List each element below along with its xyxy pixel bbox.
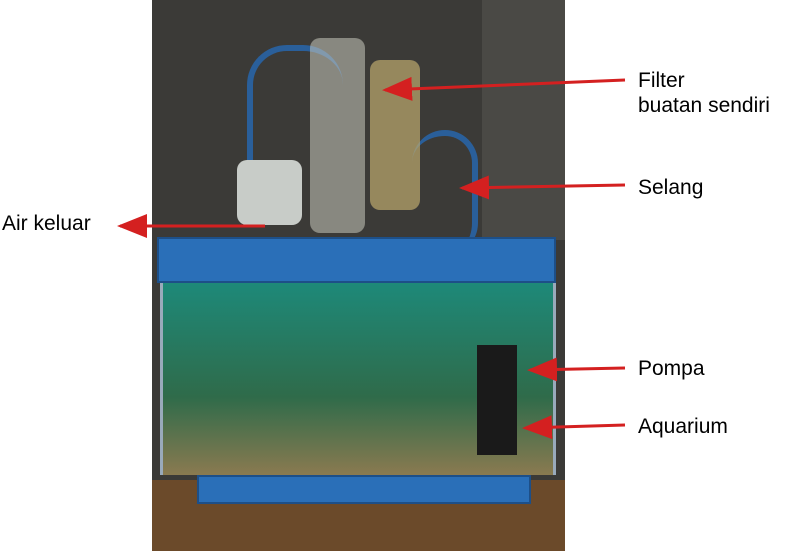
wall [482, 0, 565, 240]
aquarium-lid [157, 237, 556, 283]
outlet-box [237, 160, 302, 225]
hose-left [247, 45, 343, 221]
filter-bottle-main [310, 38, 365, 233]
arrow-selang [459, 175, 626, 200]
aquarium-base [197, 475, 531, 504]
arrow-aquarium [522, 415, 626, 440]
arrow-pompa [527, 357, 626, 382]
label-pompa: Pompa [638, 357, 705, 380]
label-air-keluar: Air keluar [2, 212, 91, 235]
label-selang: Selang [638, 176, 704, 199]
arrow-filter [382, 76, 626, 101]
label-aquarium: Aquarium [638, 415, 728, 438]
label-filter-line1: Filter [638, 69, 685, 92]
label-filter-line2: buatan sendiri [638, 94, 770, 117]
label-filter: Filter buatan sendiri [638, 68, 770, 118]
pump [477, 345, 517, 455]
